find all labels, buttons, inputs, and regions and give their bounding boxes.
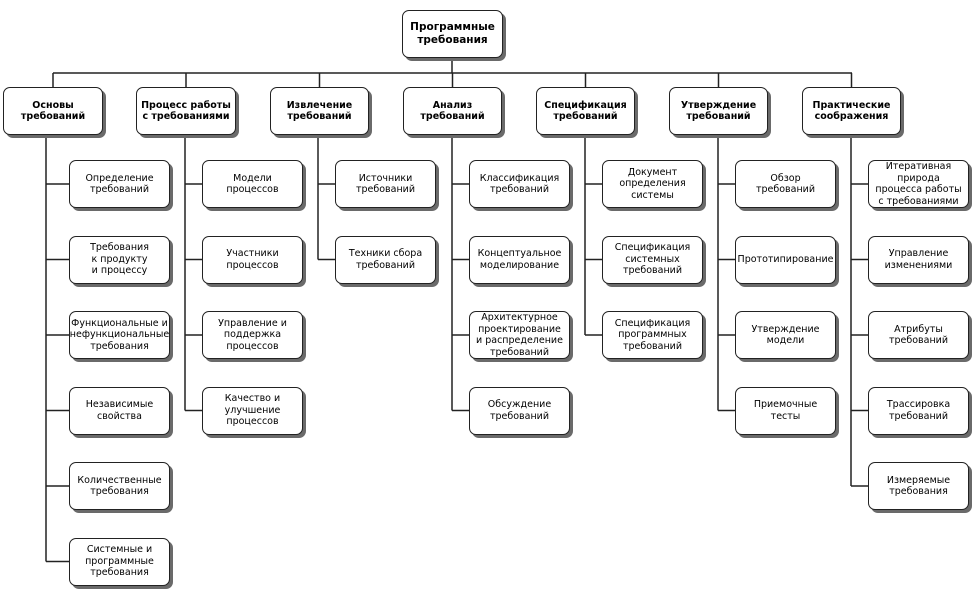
subtopic-node: Количественные требования <box>69 462 170 510</box>
area-node: Анализ требований <box>403 87 502 135</box>
subtopic-node: Системные и программные требования <box>69 537 170 586</box>
subtopic-node: Измеряемые требования <box>868 462 969 510</box>
subtopic-node: Спецификация программных требований <box>602 311 703 359</box>
subtopic-node: Управление изменениями <box>868 235 969 284</box>
subtopic-node: Утверждение модели <box>735 311 836 359</box>
subtopic-node: Функциональные и нефункциональные требов… <box>69 311 170 359</box>
subtopic-node: Классификация требований <box>469 160 570 208</box>
subtopic-node: Прототипирование <box>735 235 836 284</box>
subtopic-node: Концептуальное моделирование <box>469 235 570 284</box>
subtopic-node: Источники требований <box>335 160 436 208</box>
subtopic-node: Атрибуты требований <box>868 311 969 359</box>
subtopic-node: Качество и улучшение процессов <box>202 386 303 435</box>
subtopic-node: Обсуждение требований <box>469 386 570 435</box>
subtopic-node: Обзор требований <box>735 160 836 208</box>
subtopic-node: Архитектурное проектирование и распредел… <box>469 311 570 359</box>
subtopic-node: Независимые свойства <box>69 386 170 435</box>
subtopic-node: Модели процессов <box>202 160 303 208</box>
subtopic-node: Приемочные тесты <box>735 386 836 435</box>
subtopic-node: Итеративная природа процесса работы с тр… <box>868 160 969 208</box>
subtopic-node: Определение требований <box>69 160 170 208</box>
subtopic-node: Требования к продукту и процессу <box>69 235 170 284</box>
subtopic-node: Техники сбора требований <box>335 235 436 284</box>
subtopic-node: Спецификация системных требований <box>602 235 703 284</box>
root-node: Программные требования <box>402 10 503 58</box>
area-node: Основы требований <box>3 87 103 135</box>
area-node: Утверждение требований <box>669 87 768 135</box>
area-node: Извлечение требований <box>270 87 369 135</box>
subtopic-node: Управление и поддержка процессов <box>202 311 303 359</box>
subtopic-node: Трассировка требований <box>868 386 969 435</box>
subtopic-node: Участники процессов <box>202 235 303 284</box>
area-node: Практические соображения <box>802 87 901 135</box>
subtopic-node: Документ определения системы <box>602 160 703 208</box>
area-node: Спецификация требований <box>536 87 635 135</box>
area-node: Процесс работы с требованиями <box>136 87 236 135</box>
